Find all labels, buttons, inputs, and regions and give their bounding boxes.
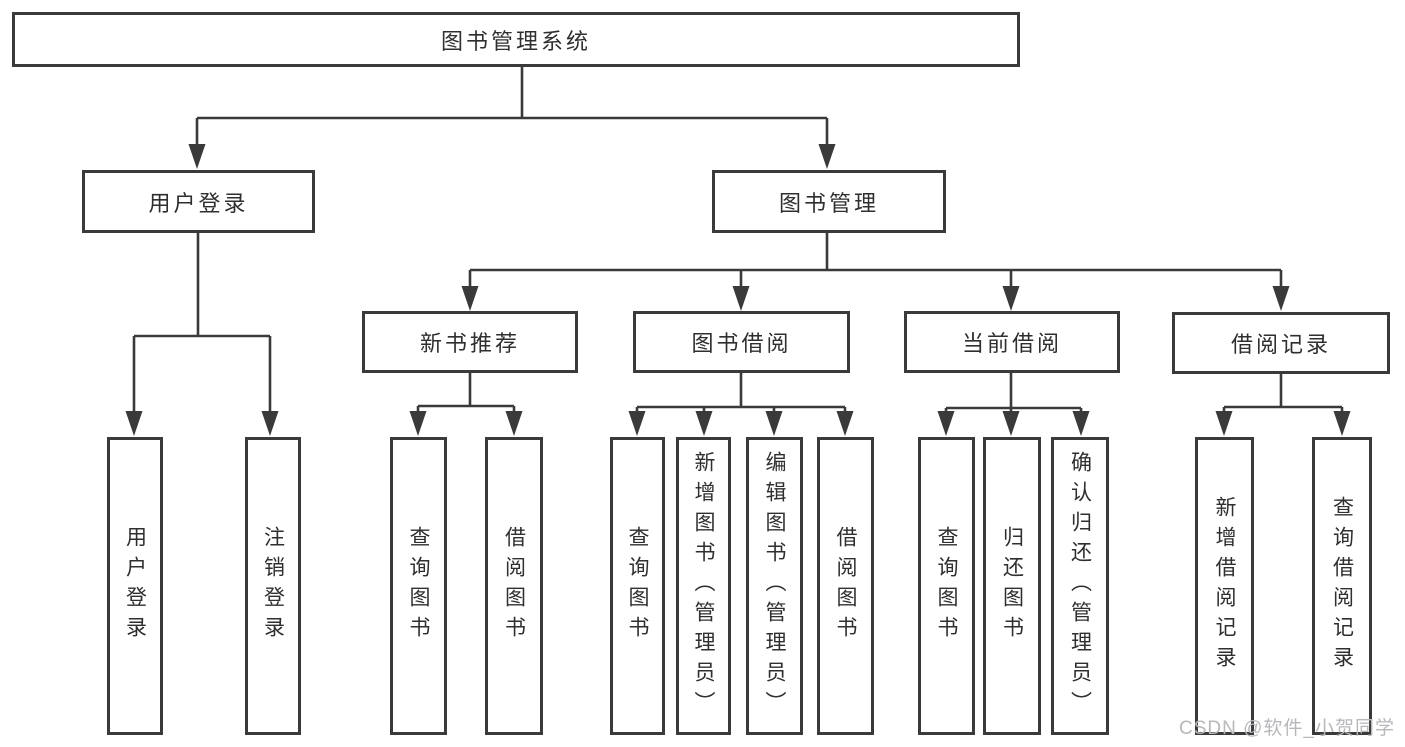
leaf-return-book-label: 归还图书: [1000, 526, 1024, 646]
node-book-borrow: 图书借阅: [633, 311, 850, 373]
leaf-return-book: 归还图书: [983, 437, 1041, 735]
leaf-add-book-admin: 新增图书（管理员）: [676, 437, 731, 735]
node-book-management-label: 图书管理: [778, 190, 879, 216]
node-new-book-recommend: 新书推荐: [362, 311, 578, 373]
leaf-edit-book-admin-label: 编辑图书（管理员）: [763, 451, 786, 721]
leaf-query-book-recommend: 查询图书: [390, 437, 447, 735]
leaf-user-login: 用户登录: [107, 437, 163, 735]
node-current-borrow-label: 当前借阅: [961, 331, 1062, 356]
node-new-book-recommend-label: 新书推荐: [419, 331, 520, 356]
csdn-watermark: CSDN @软件_小贺同学: [1179, 718, 1395, 739]
leaf-borrow-book-label: 借阅图书: [834, 526, 857, 646]
node-user-login-label: 用户登录: [148, 190, 249, 216]
node-root-label: 图书管理系统: [440, 28, 591, 54]
leaf-borrow-book: 借阅图书: [817, 437, 874, 735]
leaf-query-book-borrow-label: 查询图书: [626, 526, 649, 646]
node-book-management: 图书管理: [712, 170, 946, 233]
leaf-confirm-return-admin: 确认归还（管理员）: [1051, 437, 1109, 735]
leaf-add-borrow-record-label: 新增借阅记录: [1213, 496, 1236, 676]
leaf-query-book-current-label: 查询图书: [935, 526, 958, 646]
arrowheads: [125, 144, 1351, 436]
leaf-borrow-book-recommend-label: 借阅图书: [502, 526, 526, 646]
leaf-query-book-recommend-label: 查询图书: [407, 526, 430, 646]
leaf-logout-label: 注销登录: [261, 526, 285, 646]
leaf-query-borrow-record-label: 查询借阅记录: [1330, 496, 1354, 676]
leaf-add-book-admin-label: 新增图书（管理员）: [692, 451, 715, 721]
leaf-query-borrow-record: 查询借阅记录: [1312, 437, 1372, 735]
leaf-edit-book-admin: 编辑图书（管理员）: [746, 437, 803, 735]
node-book-borrow-label: 图书借阅: [691, 331, 792, 356]
node-root: 图书管理系统: [12, 12, 1020, 67]
node-user-login: 用户登录: [82, 170, 315, 233]
leaf-user-login-label: 用户登录: [123, 526, 147, 646]
leaf-query-book-borrow: 查询图书: [610, 437, 665, 735]
leaf-confirm-return-admin-label: 确认归还（管理员）: [1068, 451, 1092, 721]
node-borrow-record: 借阅记录: [1172, 312, 1390, 374]
leaf-query-book-current: 查询图书: [918, 437, 975, 735]
node-current-borrow: 当前借阅: [904, 311, 1120, 373]
node-borrow-record-label: 借阅记录: [1230, 332, 1331, 357]
leaf-logout: 注销登录: [245, 437, 301, 735]
leaf-borrow-book-recommend: 借阅图书: [485, 437, 543, 735]
leaf-add-borrow-record: 新增借阅记录: [1195, 437, 1254, 735]
connector-stems: [132, 66, 1344, 416]
